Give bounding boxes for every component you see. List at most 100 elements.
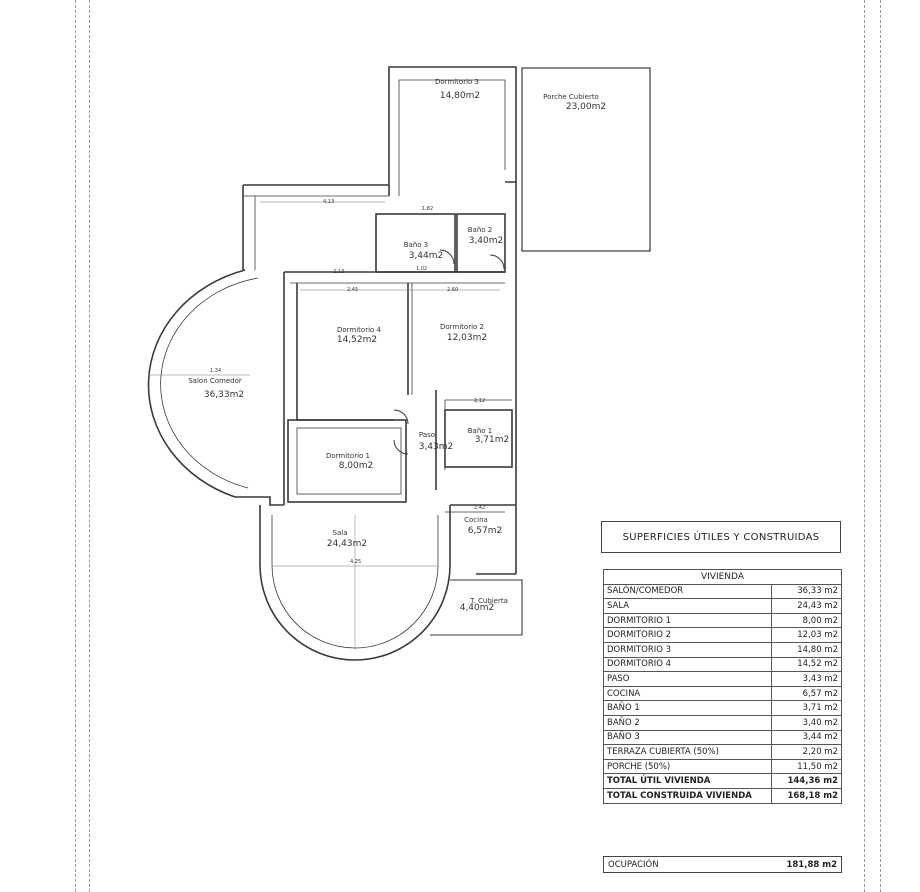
occupation-value: 181,88 m2 — [786, 859, 837, 870]
dormitorio1-walls — [287, 419, 407, 503]
row-label: BAÑO 2 — [603, 714, 772, 731]
row-value: 14,80 m2 — [771, 641, 842, 658]
row-value: 6,57 m2 — [771, 685, 842, 702]
dormitorio3-walls — [388, 66, 517, 196]
dim-label: 2,45 — [347, 287, 358, 293]
row-label: PASO — [603, 671, 772, 687]
occupation-box: OCUPACIÓN 181,88 m2 — [603, 856, 842, 873]
bano1-walls — [444, 409, 513, 468]
bano2-name: Baño 2 — [468, 226, 493, 234]
row-value: 3,71 m2 — [771, 700, 842, 716]
row-value: 2,20 m2 — [771, 744, 842, 760]
dim-label: 1,34 — [210, 368, 221, 374]
right-sheet-border — [864, 0, 865, 892]
row-label: DORMITORIO 1 — [603, 612, 772, 629]
row-label: DORMITORIO 4 — [603, 656, 772, 673]
dim-label: 2,60 — [447, 287, 458, 293]
row-value: 36,33 m2 — [771, 583, 842, 600]
dim-label: 4,25 — [350, 559, 361, 565]
row-label: COCINA — [603, 685, 772, 702]
sala-name: Sala — [333, 529, 348, 537]
terraza-name: T. Cubierta — [469, 597, 508, 605]
door-bano3 — [439, 249, 455, 265]
total-label: TOTAL ÚTIL VIVIENDA — [603, 773, 772, 789]
paso-area: 3,43m2 — [419, 442, 454, 452]
bano3-area: 3,44m2 — [409, 251, 444, 261]
table-row: PORCHE (50%)11,50 m2 — [603, 758, 842, 775]
row-label: DORMITORIO 2 — [603, 627, 772, 643]
row-value: 8,00 m2 — [771, 612, 842, 629]
dormitorio3-inner-walls — [398, 79, 506, 196]
cocina-name: Cocina — [464, 516, 488, 524]
row-value: 12,03 m2 — [771, 627, 842, 643]
bano1-name: Baño 1 — [468, 427, 493, 435]
dormitorio4-walls — [296, 283, 394, 421]
dormitorio1-area: 8,00m2 — [339, 461, 374, 471]
door-paso-2 — [393, 439, 409, 455]
dim-label: 4,13 — [323, 199, 334, 205]
left-sheet-border-inner — [89, 0, 90, 892]
porche-name: Porche Cubierto — [543, 93, 599, 101]
sala-area: 24,43m2 — [327, 539, 367, 549]
row-label: TERRAZA CUBIERTA (50%) — [603, 744, 772, 760]
dormitorio3-area: 14,80m2 — [440, 91, 480, 101]
dormitorio2-name: Dormitorio 2 — [440, 323, 484, 331]
salon-name: Salon Comedor — [188, 377, 242, 385]
row-label: PORCHE (50%) — [603, 758, 772, 775]
row-label: SALÓN/COMEDOR — [603, 583, 772, 600]
dormitorio1-name: Dormitorio 1 — [326, 452, 370, 460]
table-row: TERRAZA CUBIERTA (50%)2,20 m2 — [603, 744, 842, 760]
salon-area: 36,33m2 — [204, 390, 244, 400]
dim-label: 1,82 — [422, 206, 433, 212]
row-value: 14,52 m2 — [771, 656, 842, 673]
total-value: 144,36 m2 — [771, 773, 842, 789]
row-value: 11,50 m2 — [771, 758, 842, 775]
occupation-label: OCUPACIÓN — [608, 859, 659, 870]
bano2-area: 3,40m2 — [469, 236, 504, 246]
row-value: 3,43 m2 — [771, 671, 842, 687]
dormitorio3-name: Dormitorio 3 — [435, 78, 479, 86]
terraza-walls — [430, 579, 523, 636]
right-sheet-border-outer — [880, 0, 881, 892]
row-value: 3,40 m2 — [771, 714, 842, 731]
dormitorio4-area: 14,52m2 — [337, 335, 377, 345]
door-paso — [393, 409, 409, 425]
dim-label: 2,42 — [474, 505, 485, 511]
cocina-area: 6,57m2 — [468, 526, 503, 536]
door-bano2 — [489, 254, 505, 270]
row-label: BAÑO 1 — [603, 700, 772, 716]
row-value: 3,44 m2 — [771, 729, 842, 746]
sala-arc — [259, 505, 451, 661]
porche-area: 23,00m2 — [566, 102, 606, 112]
terraza-area: 4,40m2 — [460, 603, 495, 613]
salon-arc — [147, 269, 246, 498]
row-label: BAÑO 3 — [603, 729, 772, 746]
left-sheet-border — [75, 0, 76, 892]
dim-label: 2,12 — [474, 398, 485, 404]
areas-table-title: SUPERFICIES ÚTILES Y CONSTRUIDAS — [601, 521, 841, 553]
paso-name: Paso — [419, 431, 435, 439]
row-label: DORMITORIO 3 — [603, 641, 772, 658]
bano1-area: 3,71m2 — [475, 435, 510, 445]
dormitorio4-name: Dormitorio 4 — [337, 326, 382, 334]
row-value: 24,43 m2 — [771, 598, 842, 614]
dim-label: 2,13 — [333, 269, 344, 275]
row-label: SALA — [603, 598, 772, 614]
areas-table-section: VIVIENDA — [603, 569, 842, 585]
dim-label: 1,02 — [416, 266, 427, 272]
